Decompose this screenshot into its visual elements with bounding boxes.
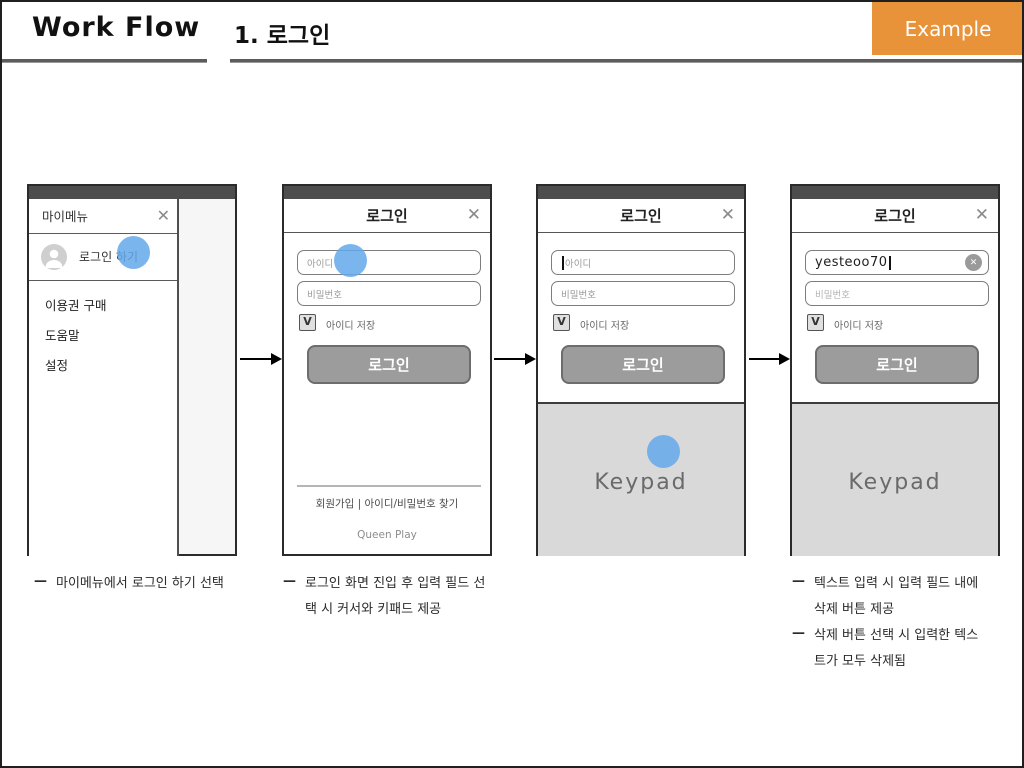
drawer-title: 마이메뉴 <box>42 209 89 224</box>
password-input[interactable]: 비밀번호 <box>297 281 481 306</box>
menu-item-pass-purchase[interactable]: 이용권 구매 <box>45 298 107 313</box>
menu-item-help[interactable]: 도움말 <box>45 328 80 343</box>
my-menu-drawer: 마이메뉴 ✕ 로그인 하기 이용권 구매 도움말 설정 <box>29 199 179 556</box>
note-text: 마이메뉴에서 로그인 하기 선택 <box>56 575 224 591</box>
save-id-label: 아이디 저장 <box>580 321 630 332</box>
id-placeholder: 아이디 <box>307 258 334 270</box>
avatar-icon <box>41 244 67 270</box>
note-text: 삭제 버튼 제공 <box>814 601 895 617</box>
status-bar <box>29 186 235 199</box>
tap-indicator-login-menu <box>117 236 150 269</box>
drawer-header: 마이메뉴 ✕ <box>29 199 177 234</box>
header-rule-right <box>230 59 1022 63</box>
bullet-dash: — <box>283 573 296 589</box>
note-phone1: — 마이메뉴에서 로그인 하기 선택 <box>34 568 224 594</box>
close-icon[interactable]: ✕ <box>720 205 735 225</box>
password-placeholder: 비밀번호 <box>561 289 596 301</box>
tap-indicator-id-field <box>334 244 367 277</box>
note-text: 택 시 커서와 키패드 제공 <box>305 601 442 617</box>
note-text: 텍스트 입력 시 입력 필드 내에 <box>814 575 979 591</box>
login-button[interactable]: 로그인 <box>815 345 979 384</box>
id-input-typed[interactable]: yesteoo70 ✕ <box>805 250 989 275</box>
dialog-header: 로그인 ✕ <box>284 199 490 233</box>
note-text: 로그인 화면 진입 후 입력 필드 선 <box>305 575 486 591</box>
footer-divider <box>297 485 481 487</box>
clear-text-icon[interactable]: ✕ <box>965 254 982 271</box>
keypad-label: Keypad <box>848 470 942 495</box>
close-icon[interactable]: ✕ <box>156 206 170 225</box>
bullet-dash: — <box>792 573 805 589</box>
password-placeholder: 비밀번호 <box>307 289 342 301</box>
id-input-focused[interactable]: 아이디 <box>551 250 735 275</box>
note-line: — 텍스트 입력 시 입력 필드 내에 <box>792 568 978 594</box>
tap-indicator-keypad <box>647 435 680 468</box>
flow-arrow-3 <box>749 353 790 365</box>
password-placeholder: 비밀번호 <box>815 289 850 301</box>
dialog-title: 로그인 <box>620 207 662 225</box>
flow-arrow-2 <box>494 353 536 365</box>
login-menu-row[interactable]: 로그인 하기 <box>29 234 177 281</box>
login-button[interactable]: 로그인 <box>307 345 471 384</box>
status-bar <box>538 186 744 199</box>
phone-frame-login-focused: 로그인 ✕ 아이디 비밀번호 V 아이디 저장 로그인 Keypad <box>536 184 746 556</box>
screen-background <box>179 199 235 554</box>
note-text: 트가 모두 삭제됨 <box>814 653 906 669</box>
note-line: — 삭제 버튼 선택 시 입력한 텍스 <box>792 620 978 646</box>
password-input[interactable]: 비밀번호 <box>805 281 989 306</box>
keypad-label: Keypad <box>594 470 688 495</box>
note-line: 트가 모두 삭제됨 <box>792 646 978 672</box>
page-subtitle: 1. 로그인 <box>234 23 331 49</box>
status-bar <box>792 186 998 199</box>
phone-frame-login-typed: 로그인 ✕ yesteoo70 ✕ 비밀번호 V 아이디 저장 로그인 Keyp… <box>790 184 1000 556</box>
menu-item-settings[interactable]: 설정 <box>45 358 69 373</box>
keypad-area[interactable]: Keypad <box>792 402 998 556</box>
save-id-checkbox[interactable]: V <box>807 314 824 331</box>
example-badge: Example <box>872 2 1022 55</box>
dialog-header: 로그인 ✕ <box>792 199 998 233</box>
note-line: — 로그인 화면 진입 후 입력 필드 선 <box>283 568 485 594</box>
note-line: 삭제 버튼 제공 <box>792 594 978 620</box>
save-id-checkbox[interactable]: V <box>553 314 570 331</box>
save-id-checkbox[interactable]: V <box>299 314 316 331</box>
note-text: 삭제 버튼 선택 시 입력한 텍스 <box>814 627 979 643</box>
save-id-label: 아이디 저장 <box>326 321 376 332</box>
note-line: 택 시 커서와 키패드 제공 <box>283 594 485 620</box>
close-icon[interactable]: ✕ <box>466 205 481 225</box>
dialog-title: 로그인 <box>874 207 916 225</box>
password-input[interactable]: 비밀번호 <box>551 281 735 306</box>
status-bar <box>284 186 490 199</box>
keypad-area[interactable]: Keypad <box>538 402 744 556</box>
bullet-dash: — <box>792 625 805 641</box>
note-phone2: — 로그인 화면 진입 후 입력 필드 선 택 시 커서와 키패드 제공 <box>283 568 485 620</box>
brand-label: Queen Play <box>357 529 417 541</box>
note-line: — 마이메뉴에서 로그인 하기 선택 <box>34 568 224 594</box>
dialog-title: 로그인 <box>366 207 408 225</box>
id-input[interactable]: 아이디 <box>297 250 481 275</box>
login-button[interactable]: 로그인 <box>561 345 725 384</box>
text-cursor <box>888 255 891 270</box>
header-rule-left <box>2 59 207 63</box>
bullet-dash: — <box>34 573 47 589</box>
id-placeholder: 아이디 <box>565 258 592 270</box>
flow-arrow-1 <box>240 353 282 365</box>
signup-find-links[interactable]: 회원가입 | 아이디/비밀번호 찾기 <box>315 498 459 510</box>
id-value: yesteoo70 <box>815 255 888 270</box>
drawer-menu: 이용권 구매 도움말 설정 <box>29 281 177 381</box>
close-icon[interactable]: ✕ <box>974 205 989 225</box>
text-cursor <box>562 255 564 270</box>
dialog-header: 로그인 ✕ <box>538 199 744 233</box>
save-id-label: 아이디 저장 <box>834 321 884 332</box>
note-phone4: — 텍스트 입력 시 입력 필드 내에 삭제 버튼 제공 — 삭제 버튼 선택 … <box>792 568 978 672</box>
phone-frame-login-default: 로그인 ✕ 아이디 비밀번호 V 아이디 저장 로그인 회원가입 | 아이디/비… <box>282 184 492 556</box>
page-title: Work Flow <box>32 12 201 43</box>
